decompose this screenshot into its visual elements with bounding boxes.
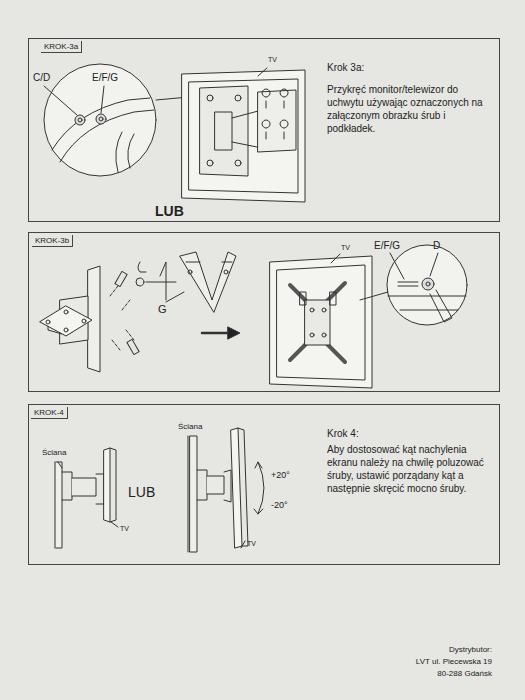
distributor-address: LVT ul. Piecewska 19 (416, 657, 492, 666)
step-tab: KROK-3a (41, 41, 82, 53)
step-tab: KROK-4 (31, 407, 68, 419)
step-heading: Krok 3a: (327, 61, 492, 74)
or-label: LUB (155, 203, 184, 219)
or-label: LUB (128, 484, 155, 500)
detail-magnifier (44, 64, 200, 176)
distributor-label: Dystrybutor: (449, 645, 492, 654)
hardware-parts (136, 252, 240, 339)
wall-label: Ściana (42, 448, 66, 457)
step-heading: Krok 4: (327, 427, 492, 440)
callout-letter: E/F/G (92, 72, 118, 84)
callout-letter: G (158, 303, 167, 316)
angle-label: -20° (271, 500, 288, 510)
step-instructions: Przykręć monitor/telewizor do uchwytu uż… (327, 83, 492, 135)
step-instructions: Aby dostosować kąt nachylenia ekranu nal… (327, 443, 495, 495)
step-panel: KROK-3b (28, 232, 500, 392)
step-panel: KROK-4Krok 4: Aby dostosować kąt nachylen… (28, 404, 500, 565)
side-view-tilted (188, 428, 264, 552)
callout-letter: E/F/G (374, 240, 400, 252)
tv-label: TV (120, 525, 129, 533)
tv-with-bracket (182, 68, 305, 202)
tv-label: TV (268, 56, 277, 64)
callout-letter: D (433, 240, 440, 252)
callout-letter: C/D (33, 72, 50, 84)
wall-label: Ściana (178, 422, 202, 431)
tv-label: TV (247, 540, 256, 548)
angle-label: +20° (271, 470, 290, 480)
step-tab: KROK-3b (32, 235, 73, 247)
tv-label: TV (341, 244, 350, 252)
tv-with-vesa-cross (270, 245, 467, 388)
step-panel: KROK-3aKrok 3a: Przykręć monitor/telewizo… (28, 38, 500, 222)
side-view-straight (55, 448, 118, 548)
wall-bracket (40, 266, 139, 372)
distributor-city: 80-288 Gdańsk (437, 669, 492, 678)
